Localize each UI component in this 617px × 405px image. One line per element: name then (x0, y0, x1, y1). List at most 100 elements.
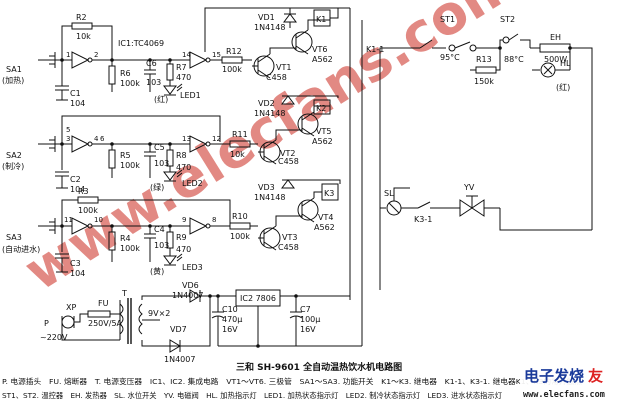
label-ic1: IC1:TC4069 (118, 39, 164, 48)
label-R12: R12 (226, 47, 242, 56)
legend-line-1: P. 电源插头 FU. 熔断器 T. 电源变压器 IC1、IC2. 集成电路 V… (2, 377, 583, 386)
label-SA3: SA3 (6, 233, 22, 242)
label-FU-value: 250V/5A (88, 319, 123, 328)
label-K2: K2 (316, 104, 326, 113)
pin-2: 2 (94, 51, 98, 59)
label-VD6-value: 1N4007 (172, 291, 203, 300)
label-EH: EH (550, 33, 561, 42)
label-R6-value: 100k (120, 79, 140, 88)
cooling-channel (38, 95, 339, 189)
label-C10-value: 470μ (222, 315, 242, 324)
label-VT1-value: C458 (266, 73, 287, 82)
label-VT4: VT4 (318, 213, 333, 222)
label-C10: C10 (222, 305, 238, 314)
label-VT5-value: A562 (312, 137, 333, 146)
label-VD3-value: 1N4148 (254, 193, 285, 202)
label-K1-1: K1-1 (366, 45, 384, 54)
label-R3: R3 (78, 187, 89, 196)
label-VT2: VT2 (280, 149, 295, 158)
label-LED2: LED2 (182, 179, 203, 188)
legend-line-2: ST1、ST2. 温控器 EH. 发热器 SL. 水位开关 YV. 电磁阀 HL… (2, 391, 503, 400)
label-VD1: VD1 (258, 13, 275, 22)
label-LED3: LED3 (182, 263, 203, 272)
label-C1-value: 104 (70, 99, 85, 108)
label-VD2-value: 1N4148 (254, 109, 285, 118)
label-VD1-value: 1N4148 (254, 23, 285, 32)
logo-text: 电子发烧 (524, 367, 584, 385)
label-VD6: VD6 (182, 281, 199, 290)
site-logo: 电子发烧 友 www.elecfans.com (520, 362, 616, 402)
label-ac-input: ~220V (40, 333, 68, 342)
label-EH-value: 500W (544, 55, 567, 64)
label-C7-voltage: 16V (300, 325, 316, 334)
label-LED2-color: (绿) (150, 183, 164, 192)
pin-10: 10 (94, 216, 103, 224)
label-K3-1: K3-1 (414, 215, 432, 224)
label-C7: C7 (300, 305, 311, 314)
label-R5-value: 100k (120, 161, 140, 170)
label-VT6-value: A562 (312, 55, 333, 64)
mains-load-side (379, 33, 593, 290)
label-R9-value: 470 (176, 245, 191, 254)
pin-15: 15 (212, 51, 221, 59)
pin-5: 5 (66, 126, 70, 134)
label-R13-value: 150k (474, 77, 494, 86)
label-VT6: VT6 (312, 45, 327, 54)
pin-11: 11 (64, 216, 73, 224)
label-C10-voltage: 16V (222, 325, 238, 334)
label-C5: C5 (154, 143, 165, 152)
label-R8: R8 (176, 151, 187, 160)
label-R4-value: 100k (120, 244, 140, 253)
label-R5: R5 (120, 151, 131, 160)
pin-3: 3 (66, 135, 70, 143)
label-R2: R2 (76, 13, 87, 22)
label-P: P (44, 319, 49, 328)
label-SA1: SA1 (6, 65, 22, 74)
pin-8: 8 (212, 216, 216, 224)
label-R2-value: 10k (76, 32, 91, 41)
label-R10: R10 (232, 212, 248, 221)
label-LED1-color: (红) (154, 94, 168, 104)
label-VD2: VD2 (258, 99, 275, 108)
label-C4: C4 (154, 225, 165, 234)
label-SA2: SA2 (6, 151, 22, 160)
pin-12: 12 (212, 135, 221, 143)
label-C2: C2 (70, 175, 81, 184)
label-SL: SL (384, 189, 394, 198)
label-VD7: VD7 (170, 325, 187, 334)
label-R9: R9 (176, 233, 187, 242)
label-VD7-value: 1N4007 (164, 355, 195, 364)
label-C3: C3 (70, 259, 81, 268)
label-R10-value: 100k (230, 232, 250, 241)
label-VT4-value: A562 (314, 223, 335, 232)
component-labels: R2 10k IC1:TC4069 1 2 14 15 SA1 (加热) R6 … (2, 13, 571, 364)
label-C6: C6 (146, 59, 157, 68)
diagram-title: 三和 SH-9601 全自动温热饮水机电路图 (236, 361, 402, 373)
label-R13: R13 (476, 55, 492, 64)
label-R3-value: 100k (78, 206, 98, 215)
label-R6: R6 (120, 69, 131, 78)
logo-url: www.elecfans.com (523, 390, 605, 400)
auto-fill-channel (38, 179, 341, 273)
label-R12-value: 100k (222, 65, 242, 74)
junction-dots (60, 46, 572, 348)
label-ST1-value: 95°C (440, 53, 460, 62)
label-R8-value: 470 (176, 163, 191, 172)
label-C7-value: 100μ (300, 315, 320, 324)
label-C5-value: 103 (154, 159, 169, 168)
logo-text-accent: 友 (588, 367, 603, 385)
label-VT2-value: C458 (278, 157, 299, 166)
label-XP: XP (66, 303, 76, 312)
pin-13: 13 (182, 135, 191, 143)
label-IC2: IC2 7806 (240, 294, 276, 303)
label-LED1: LED1 (180, 91, 201, 100)
label-K1: K1 (316, 15, 326, 24)
label-LED3-color: (黄) (150, 266, 164, 276)
pin-4: 4 (94, 135, 99, 143)
label-VT5: VT5 (316, 127, 331, 136)
label-FU: FU (98, 299, 109, 308)
pin-14: 14 (182, 51, 191, 59)
label-R11: R11 (232, 130, 248, 139)
label-R4: R4 (120, 234, 131, 243)
